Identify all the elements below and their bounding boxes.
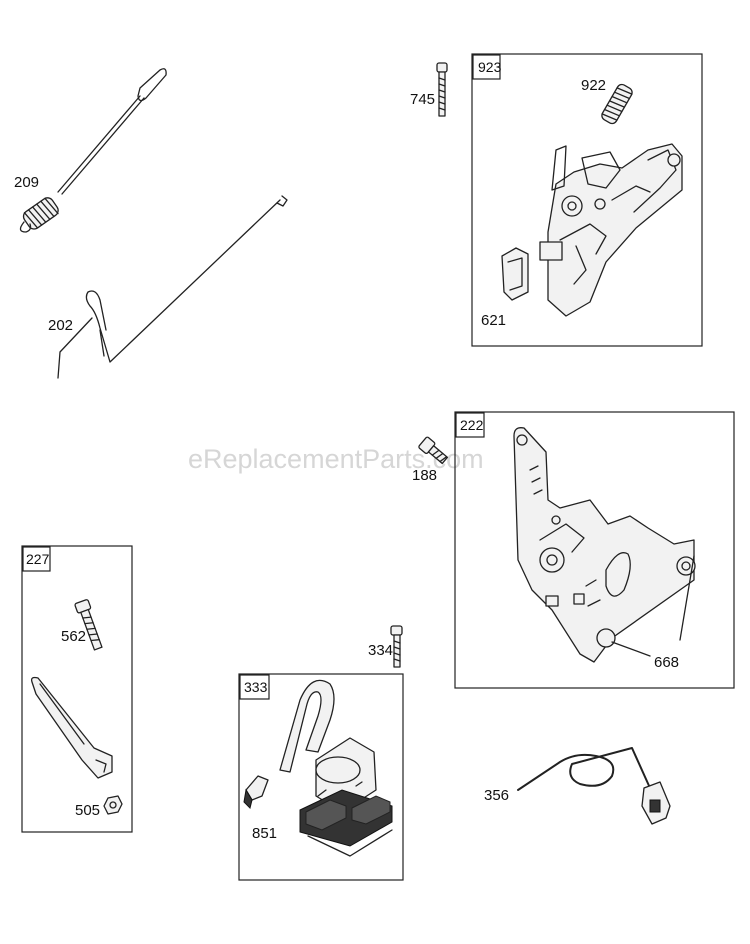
part-202-governor-link[interactable] bbox=[57, 195, 288, 379]
callout-188: 188 bbox=[412, 467, 437, 484]
callout-922: 922 bbox=[581, 77, 606, 94]
box-227-governor-lever-assembly[interactable] bbox=[21, 545, 133, 833]
callout-222: 222 bbox=[460, 417, 484, 433]
callout-333: 333 bbox=[244, 679, 268, 695]
callout-923: 923 bbox=[478, 59, 502, 75]
callout-334: 334 bbox=[368, 642, 393, 659]
part-334-screw[interactable] bbox=[390, 625, 403, 668]
callout-621: 621 bbox=[481, 312, 506, 329]
box-222-governor-bracket-assembly[interactable] bbox=[454, 411, 735, 689]
part-356-ground-wire[interactable] bbox=[517, 747, 671, 825]
box-333-ignition-armature[interactable] bbox=[238, 673, 404, 881]
callout-227: 227 bbox=[26, 551, 50, 567]
part-745-screw[interactable] bbox=[436, 62, 448, 117]
callout-505: 505 bbox=[75, 802, 100, 819]
callout-668: 668 bbox=[654, 654, 679, 671]
callout-562: 562 bbox=[61, 628, 86, 645]
part-188-screw[interactable] bbox=[418, 436, 449, 465]
callout-745: 745 bbox=[410, 91, 435, 108]
callout-356: 356 bbox=[484, 787, 509, 804]
callout-202: 202 bbox=[48, 317, 73, 334]
callout-851: 851 bbox=[252, 825, 277, 842]
part-209-governor-spring[interactable] bbox=[19, 68, 167, 233]
box-923-governor-control-assembly[interactable] bbox=[471, 53, 703, 347]
callout-209: 209 bbox=[14, 174, 39, 191]
